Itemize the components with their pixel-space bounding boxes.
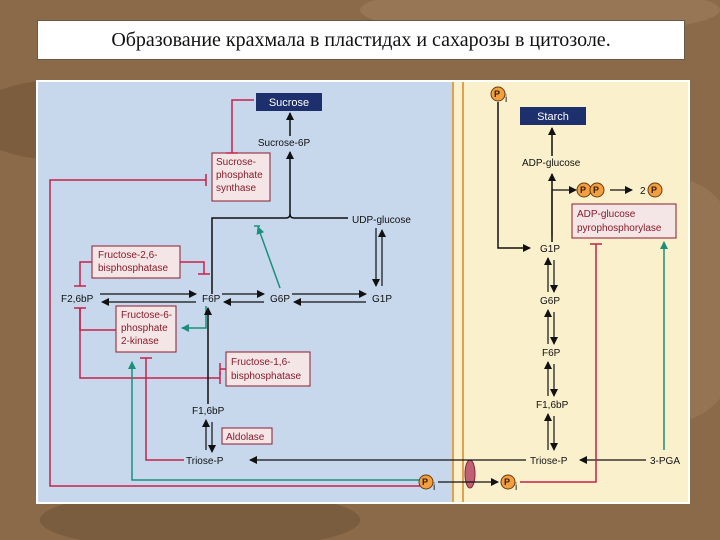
plastid-envelope-membrane [452,82,464,502]
two-pi-icon [647,182,663,198]
starch-box [520,107,586,125]
sps-line2: phosphate [216,170,263,181]
cytosol-f6p-label: F6P [202,294,221,305]
plastid-pi-icon [500,474,516,490]
fbp16-enzyme-box [225,351,311,387]
plastid-pi-sub: i [515,482,517,493]
pfk2-line2: phosphate [121,323,168,334]
plastid-region [464,82,688,502]
cytosol-g1p-label: G1P [372,294,392,305]
plastid-top-pi-symbol: P [494,89,500,99]
plastid-top-pi-sub: i [505,94,507,105]
sps-enzyme-box [211,152,271,202]
pfk2-line3: 2-kinase [121,336,159,347]
ppi-symbol-2: P [593,185,599,195]
starch-label: Starch [537,111,569,123]
agpase-enzyme-box [571,203,677,239]
agpase-line2: pyrophosphorylase [577,223,662,234]
sps-line3: synthase [216,183,256,194]
plastid-top-pi-icon [490,86,506,102]
aldolase-label: Aldolase [226,432,265,443]
fbp26-line2: bisphosphatase [98,263,168,274]
two-pi-symbol: P [651,185,657,195]
two-pi-label: 2 [640,186,646,197]
sucrose-label: Sucrose [269,97,309,109]
pathway-diagram: Sucrose Sucrose-6P Sucrose- phosphate sy… [38,82,688,502]
cytosol-f16bp-label: F1,6bP [192,406,225,417]
plastid-triose-p-label: Triose-P [530,456,568,467]
ppi-symbol-1: P [580,185,586,195]
pga-label: 3-PGA [650,456,680,467]
plastid-g1p-label: G1P [540,244,560,255]
agpase-line1: ADP-glucose [577,209,636,220]
sps-line1: Sucrose- [216,157,256,168]
adp-glucose-label: ADP-glucose [522,158,581,169]
fbp26-line1: Fructose-2,6- [98,250,157,261]
phosphate-translocator-icon [464,459,476,489]
pfk2-line1: Fructose-6- [121,310,172,321]
ppi-icon-2 [589,182,605,198]
pfk2-enzyme-box [115,305,177,353]
fbp16-line1: Fructose-1,6- [231,357,290,368]
page-title: Образование крахмала в пластидах и сахар… [111,28,611,51]
cytosol-pi-sub: i [433,482,435,493]
sucrose-box [256,93,322,111]
cytosol-pi-icon [418,474,434,490]
fbp26-enzyme-box [91,245,181,279]
plastid-f6p-label: F6P [542,348,561,359]
cytosol-triose-p-label: Triose-P [186,456,224,467]
cytosol-g6p-label: G6P [270,294,290,305]
aldolase-enzyme-box [221,427,273,445]
sucrose-6p-label: Sucrose-6P [258,138,311,149]
plastid-pi-symbol: P [504,477,510,487]
title-box: Образование крахмала в пластидах и сахар… [37,20,685,60]
plastid-g6p-label: G6P [540,296,560,307]
plastid-f16bp-label: F1,6bP [536,400,569,411]
cytosol-pi-symbol: P [422,477,428,487]
fbp16-line2: bisphosphatase [231,371,301,382]
udp-glucose-label: UDP-glucose [352,215,411,226]
diagram-panel: Sucrose Sucrose-6P Sucrose- phosphate sy… [36,80,690,504]
f26bp-label: F2,6bP [61,294,94,305]
